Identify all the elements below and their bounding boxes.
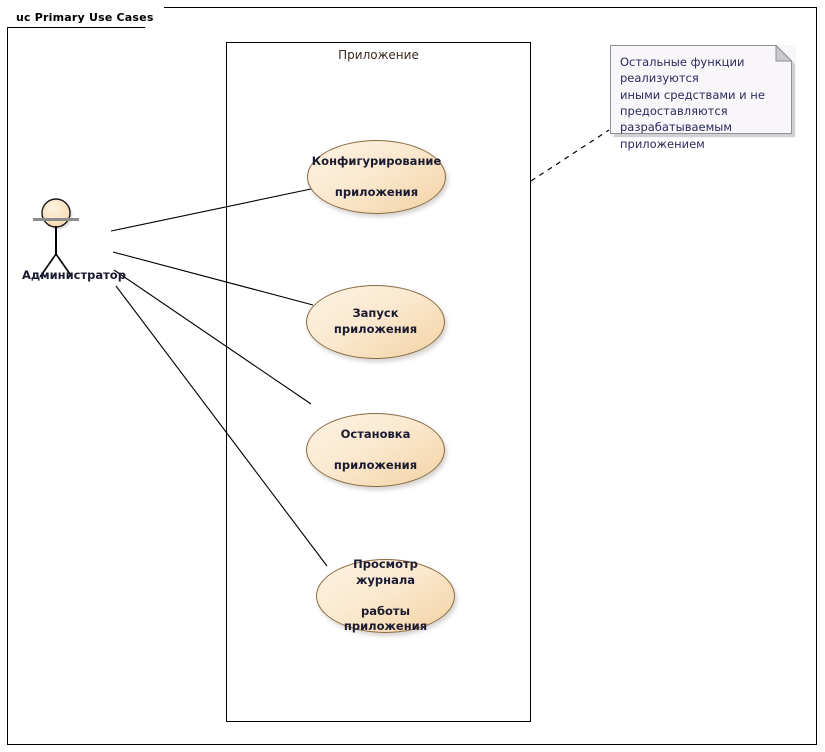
use-case-configure[interactable]: Конфигурирование приложения <box>307 140 446 214</box>
actor-leg-right-icon <box>55 253 73 278</box>
diagram-frame <box>7 7 817 745</box>
use-case-start-label: Запуск приложения <box>333 306 418 336</box>
use-case-stop-label: Остановка приложения <box>333 426 418 472</box>
actor-administrator-label: Администратор <box>22 268 126 282</box>
use-case-stop[interactable]: Остановка приложения <box>306 413 445 487</box>
note-shape[interactable] <box>610 45 796 138</box>
actor-administrator[interactable] <box>22 182 132 282</box>
diagram-title: uc Primary Use Cases <box>7 7 164 27</box>
actor-head-icon <box>41 198 71 228</box>
note-fold-icon <box>775 45 793 62</box>
use-case-start[interactable]: Запуск приложения <box>306 285 445 359</box>
use-case-view-log[interactable]: Просмотр журнала работы приложения <box>316 557 455 634</box>
use-case-view-log-label: Просмотр журнала работы приложения <box>343 557 428 634</box>
use-case-configure-label: Конфигурирование приложения <box>311 153 442 199</box>
note-text: Остальные функции реализуются иными сред… <box>620 55 765 151</box>
actor-leg-left-icon <box>39 253 57 278</box>
system-boundary-label: Приложение <box>338 48 419 62</box>
